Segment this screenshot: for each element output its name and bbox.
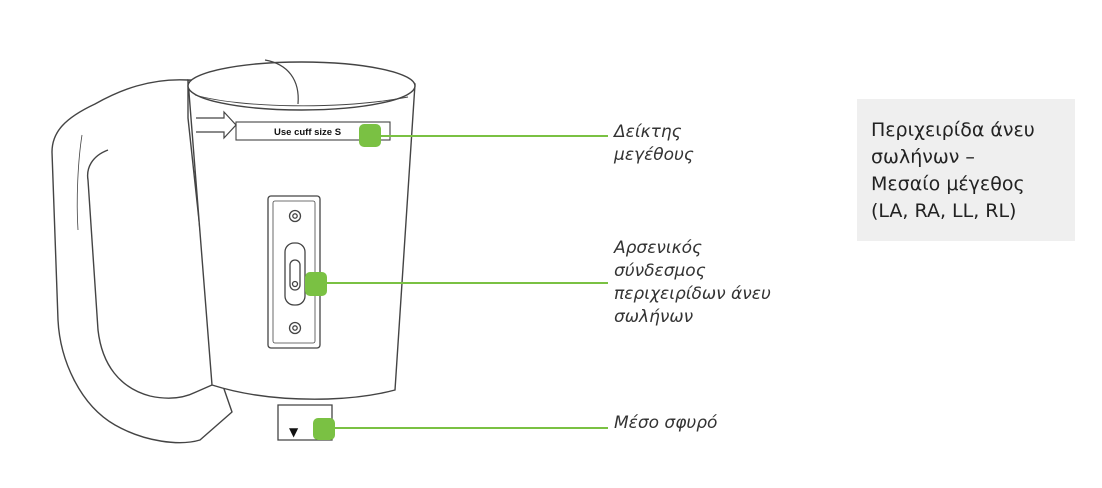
size-indicator-label: Δείκτης μεγέθους [614, 122, 694, 165]
callout-malleolus [313, 418, 608, 440]
callout-size-indicator [359, 124, 608, 147]
connector-plate [267, 195, 321, 349]
connector-marker [305, 272, 327, 296]
callout-connector [305, 272, 608, 296]
cuff-flap [51, 79, 233, 444]
cuff-size-print: Use cuff size S [274, 127, 341, 138]
size-label-strip: Use cuff size S [235, 121, 391, 141]
info-box-title: Περιχειρίδα άνευ σωλήνων – Μεσαίο μέγεθο… [871, 119, 1035, 222]
info-box: Περιχειρίδα άνευ σωλήνων – Μεσαίο μέγεθο… [857, 99, 1075, 241]
down-arrow-icon: ▼ [289, 425, 299, 439]
size-indicator-marker [359, 124, 381, 147]
connector-label: Αρσενικός σύνδεσμος περιχειρίδων άνευ σω… [614, 238, 771, 327]
malleolus-marker [313, 418, 335, 440]
malleolus-label: Μέσο σφυρό [614, 413, 718, 433]
wrap-arrow-icon [196, 110, 237, 140]
